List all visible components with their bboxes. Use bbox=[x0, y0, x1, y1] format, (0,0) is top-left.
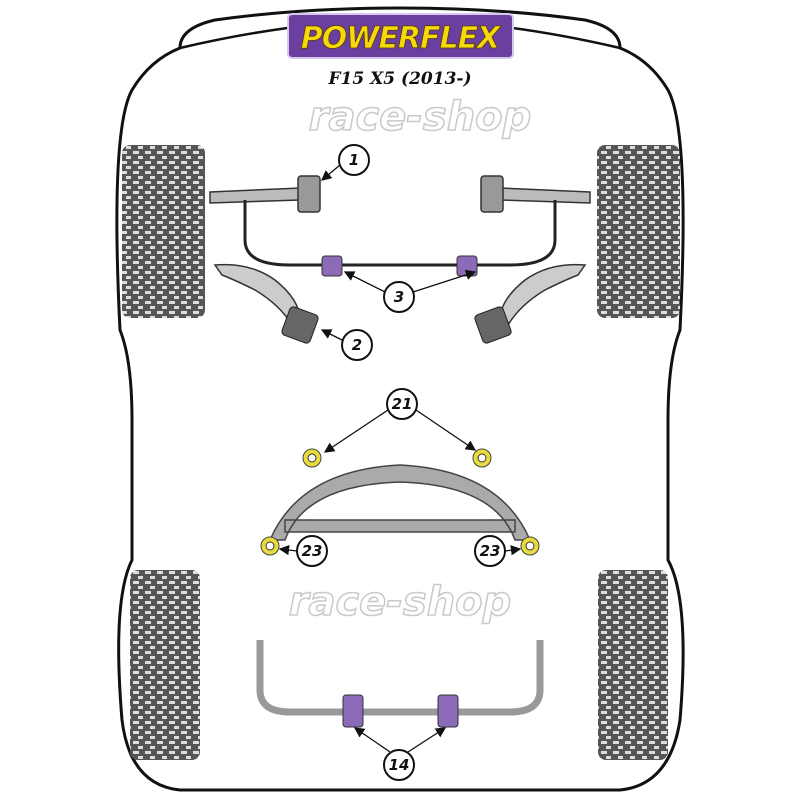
rear-subframe bbox=[268, 464, 532, 541]
bush-3-left bbox=[321, 255, 343, 277]
callout-23-right: 23 bbox=[474, 535, 506, 567]
front-anti-roll-bar bbox=[243, 200, 557, 267]
bush-2-right bbox=[474, 306, 512, 344]
model-title: F15 X5 (2013-) bbox=[327, 69, 471, 89]
tire-rear-right bbox=[598, 570, 668, 760]
svg-text:23: 23 bbox=[302, 542, 323, 560]
callout-23-left: 23 bbox=[296, 535, 328, 567]
bush-14-right bbox=[437, 694, 459, 728]
watermark-line-1: race-shop bbox=[309, 94, 532, 140]
powerflex-logo: POWERFLEX bbox=[287, 13, 514, 59]
leader-arrows bbox=[278, 164, 522, 753]
bush-21 bbox=[302, 448, 492, 468]
watermark: race-shop race-shop bbox=[288, 93, 532, 626]
tire-front-left bbox=[122, 145, 205, 318]
svg-text:1: 1 bbox=[349, 151, 359, 169]
watermark-line-2: race-shop bbox=[289, 579, 512, 625]
bush-2-left bbox=[281, 306, 319, 344]
tire-front-right bbox=[597, 145, 680, 318]
rear-anti-roll-bar bbox=[256, 640, 544, 716]
callout-2: 2 bbox=[341, 329, 373, 361]
callout-14: 14 bbox=[383, 749, 415, 781]
svg-text:POWERFLEX: POWERFLEX bbox=[301, 21, 502, 56]
callout-1: 1 bbox=[338, 144, 370, 176]
bush-14-left bbox=[342, 694, 364, 728]
front-upper-arms bbox=[209, 175, 591, 213]
tire-rear-left bbox=[130, 570, 200, 760]
callout-21: 21 bbox=[386, 388, 418, 420]
svg-text:2: 2 bbox=[352, 336, 362, 354]
svg-text:14: 14 bbox=[389, 756, 410, 774]
svg-text:23: 23 bbox=[480, 542, 501, 560]
callout-3: 3 bbox=[383, 281, 415, 313]
svg-text:3: 3 bbox=[394, 288, 404, 306]
svg-text:21: 21 bbox=[392, 395, 413, 413]
